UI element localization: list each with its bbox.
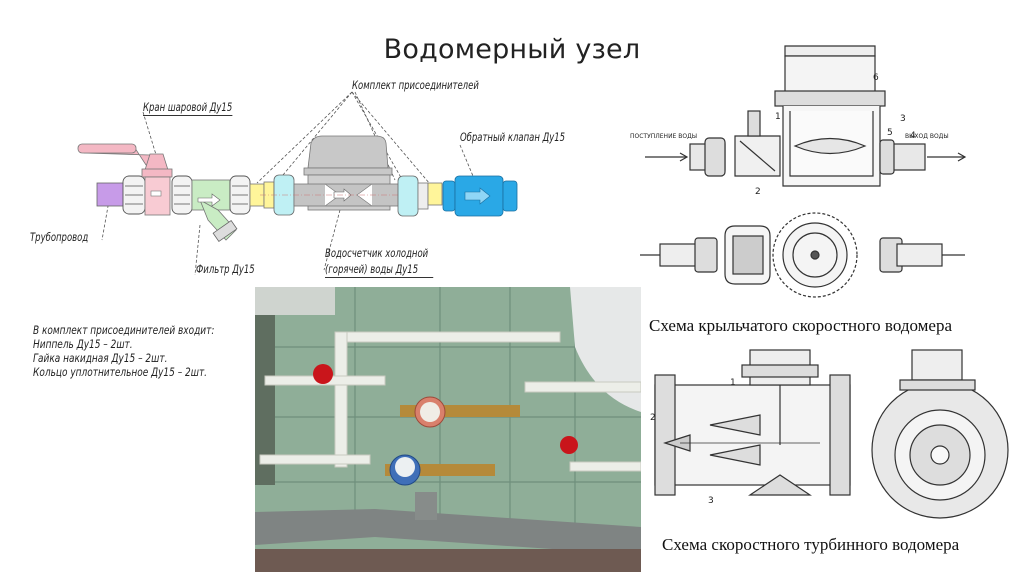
label-pipeline: Трубопровод	[30, 230, 89, 244]
nipple	[417, 182, 429, 210]
label-check-valve: Обратный клапан Ду15	[460, 130, 566, 144]
red-valve-handle	[313, 364, 333, 384]
union-nut	[171, 175, 193, 215]
installation-photo	[255, 287, 641, 572]
nipple	[427, 182, 443, 206]
turbine-meter-schematic: 1 2 3	[650, 349, 1009, 519]
union-nut	[229, 175, 251, 215]
pipeline-segment	[96, 182, 128, 207]
kit-note-line: Гайка накидная Ду15 – 2шт.	[33, 351, 168, 365]
vane-meter-caption: Схема крыльчатого скоростного водомера	[649, 316, 953, 335]
part-number: 1	[775, 112, 781, 122]
filter	[191, 179, 238, 242]
water-meter-assembly-diagram	[77, 91, 518, 276]
kit-note-line: Ниппель Ду15 – 2шт.	[33, 337, 133, 351]
vane-meter-plan-view	[640, 212, 965, 298]
kit-composition-note: В комплект присоединителей входит: Ниппе…	[33, 323, 214, 379]
part-number: 4	[910, 131, 916, 141]
turbine-part-numbers: 1 2 3	[650, 378, 736, 506]
part-number: 3	[900, 114, 906, 124]
coupling-nut	[397, 175, 419, 217]
label-meter-line1: Водосчетчик холодной	[325, 246, 429, 260]
inlet-label: ПОСТУПЛЕНИЕ ВОДЫ	[630, 133, 697, 140]
part-number: 1	[730, 378, 736, 388]
kit-note-line: Кольцо уплотнительное Ду15 – 2шт.	[33, 365, 208, 379]
part-number: 6	[873, 73, 879, 83]
label-connectors-kit: Комплект присоединителей	[352, 78, 479, 92]
union-nut	[122, 175, 146, 215]
vane-part-numbers: 2 1 3 4 5 6	[755, 73, 916, 197]
pvc-pipes	[259, 331, 641, 472]
kit-note-line: В комплект присоединителей входит:	[33, 323, 215, 337]
sewer-pipe	[255, 509, 641, 555]
label-ball-valve: Кран шаровой Ду15	[143, 100, 233, 116]
slide-title: Водомерный узел	[383, 34, 641, 65]
label-filter: Фильтр Ду15	[196, 262, 255, 276]
part-number: 3	[708, 496, 714, 506]
vane-meter-schematic: 2 1 3 4 5 6 ПОСТУПЛЕНИЕ ВОДЫ ВЫХОД ВОДЫ	[630, 45, 967, 298]
ball-valve	[77, 143, 173, 216]
turbine-meter-caption: Схема скоростного турбинного водомера	[662, 535, 960, 554]
red-valve-handle	[560, 436, 578, 454]
part-number: 2	[650, 413, 656, 423]
label-meter-line2: (горячей) воды Ду15	[325, 262, 433, 278]
part-number: 5	[887, 128, 893, 138]
part-number: 2	[755, 187, 761, 197]
outlet-label: ВЫХОД ВОДЫ	[905, 133, 949, 140]
check-valve	[442, 175, 518, 217]
water-meter	[260, 135, 470, 211]
